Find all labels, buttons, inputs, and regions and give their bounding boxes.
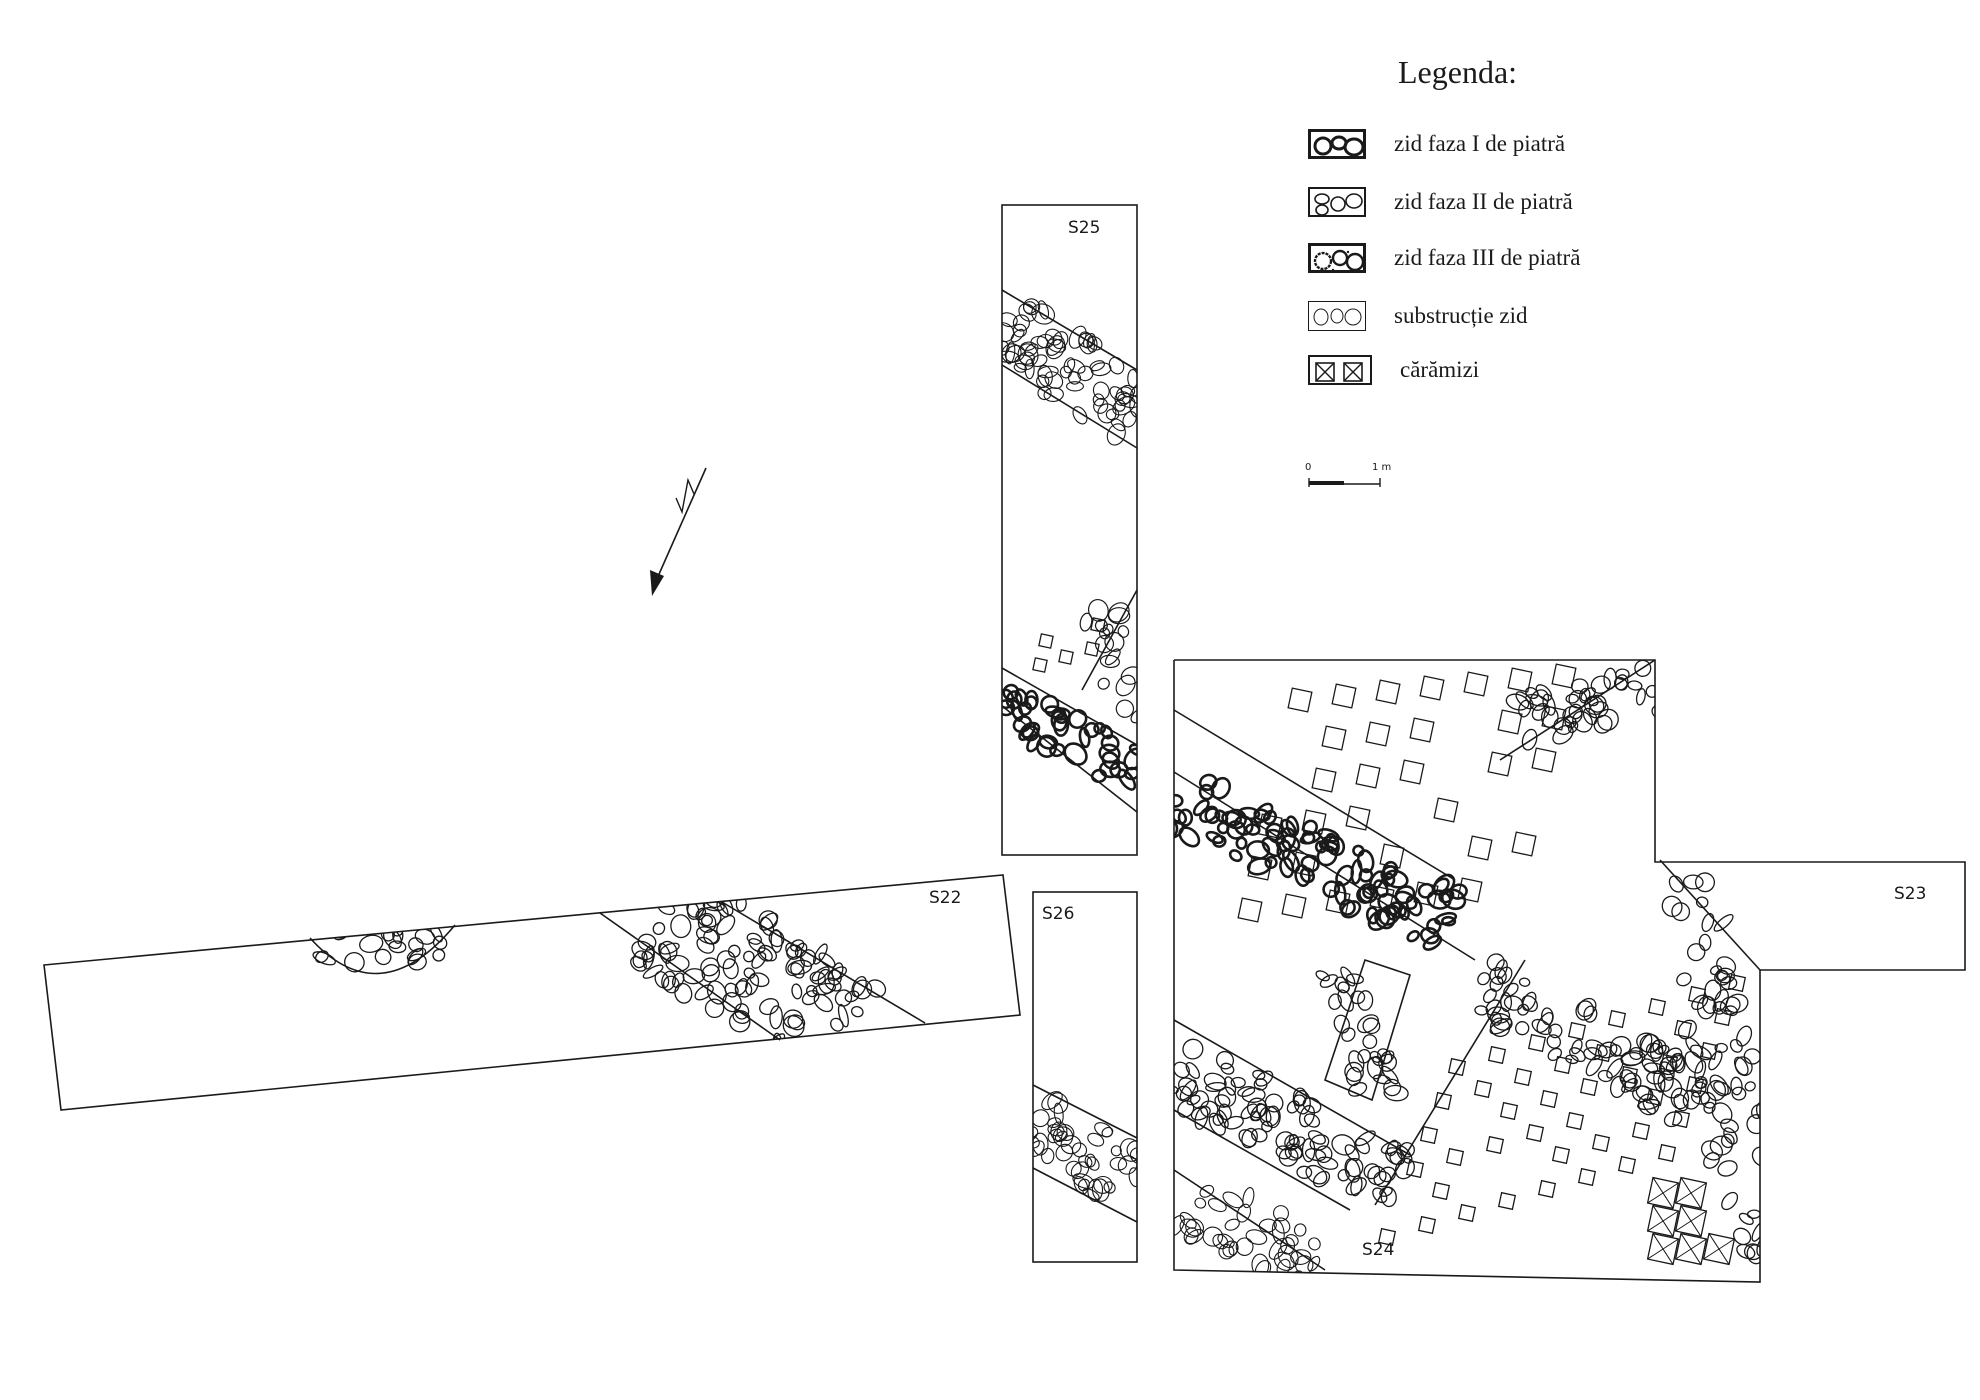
s24-brick-grid-a xyxy=(1237,663,1577,923)
s26-wall-stones xyxy=(1033,1091,1137,1202)
s25-brick-pads xyxy=(1032,617,1106,673)
legend-title: Legenda: xyxy=(1398,54,1518,90)
trench-label-s25: S25 xyxy=(1068,218,1101,238)
trench-s25-outline xyxy=(1001,204,1138,856)
s25-phase1-stones xyxy=(1002,683,1137,791)
trench-s22-outline xyxy=(43,874,1021,1111)
legend-label-substructie: substrucție zid xyxy=(1394,303,1528,328)
s24-wall-stones-a xyxy=(1174,1038,1415,1208)
s24-wall-stones-e xyxy=(1661,872,1784,1265)
scale-start-label: 0 xyxy=(1305,462,1312,473)
stone-dotted-swatch-icon xyxy=(1308,243,1366,273)
s25-light-stones xyxy=(1079,598,1137,724)
stone-medium-swatch-icon xyxy=(1308,187,1366,217)
s24-phase1-stones xyxy=(1174,773,1468,951)
s22-wall-stones xyxy=(630,875,887,1062)
wall-fill-layer xyxy=(312,298,1784,1282)
s24-brick-grid-b xyxy=(1377,973,1747,1247)
legend-item-faza-3: zid faza III de piatră xyxy=(1308,240,1580,276)
legend-label-faza-2: zid faza II de piatră xyxy=(1394,189,1573,214)
legend-label-faza-3: zid faza III de piatră xyxy=(1394,245,1581,270)
legend-item-faza-2: zid faza II de piatră xyxy=(1308,184,1573,220)
trench-s26-outline xyxy=(1032,891,1138,1263)
legend-label-faza-1: zid faza I de piatră xyxy=(1394,131,1566,156)
trench-label-s24: S24 xyxy=(1362,1240,1395,1260)
stone-light-swatch-icon xyxy=(1308,301,1366,331)
brick-cross-swatch-icon xyxy=(1308,355,1372,385)
legend-label-caramizi: cărămizi xyxy=(1400,357,1480,382)
legend-item-substructie: substrucție zid xyxy=(1308,298,1528,334)
scale-end-label: 1 m xyxy=(1372,462,1392,473)
legend-item-caramizi: cărămizi xyxy=(1308,352,1479,388)
trench-label-s22: S22 xyxy=(929,888,962,908)
trench-s24-outline xyxy=(1173,659,1966,1283)
scale-bar xyxy=(1308,478,1381,487)
trench-label-s23: S23 xyxy=(1894,884,1927,904)
trench-label-s26: S26 xyxy=(1042,904,1075,924)
legend-item-faza-1: zid faza I de piatră xyxy=(1308,126,1565,162)
wall-band-outlines xyxy=(309,289,1761,1271)
s24-wall-stones-d xyxy=(1474,953,1708,1128)
s24-wall-stones-b xyxy=(1174,1184,1321,1282)
s24-wall-stones-f xyxy=(1315,966,1409,1102)
stone-heavy-swatch-icon xyxy=(1308,129,1366,159)
north-arrow-icon xyxy=(650,467,707,596)
s24-brick-cross xyxy=(1646,1176,1736,1266)
north-label: N xyxy=(696,470,697,471)
